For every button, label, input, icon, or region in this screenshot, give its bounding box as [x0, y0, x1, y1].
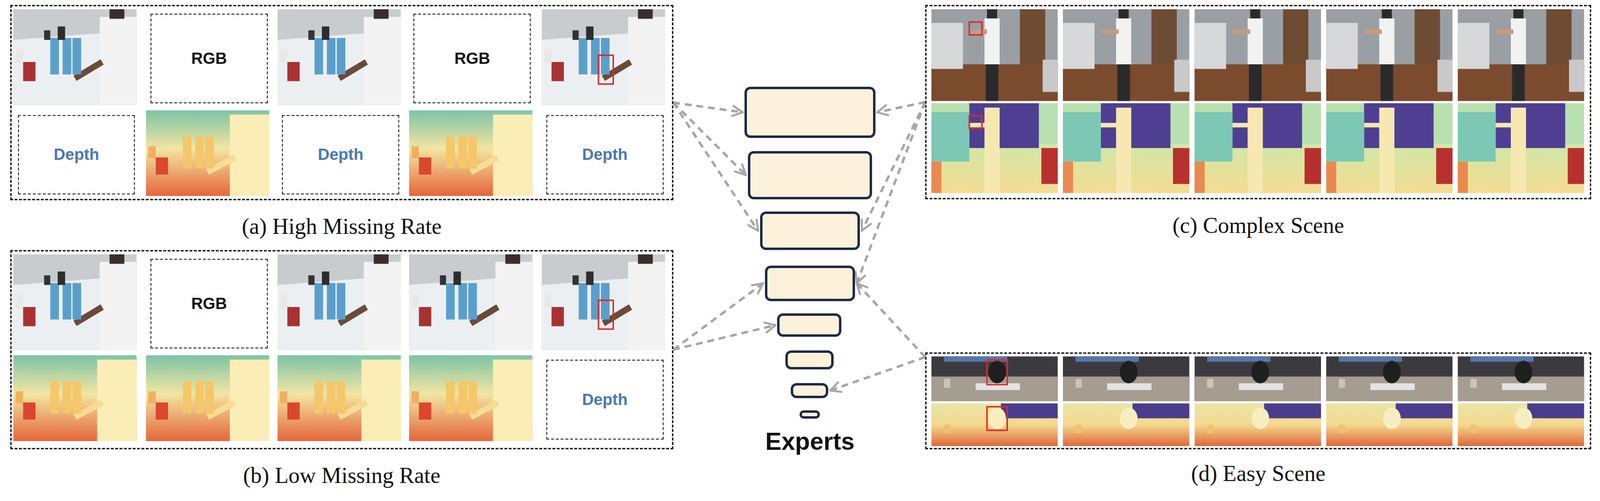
- modality-label: Depth: [581, 390, 628, 409]
- caption-holder: Experts: [765, 427, 855, 456]
- dashed-arrow: [673, 102, 744, 113]
- panel-caption: (b) Low Missing Rate: [242, 462, 441, 488]
- dashed-arrow: [673, 324, 776, 350]
- expert-box: [785, 350, 834, 370]
- video-frame: [1062, 103, 1190, 193]
- video-frame: [931, 9, 1059, 102]
- caption-holder: (c) Complex Scene: [1172, 212, 1345, 239]
- expert-box: [799, 409, 820, 419]
- caption-holder: (b) Low Missing Rate: [242, 462, 441, 488]
- video-frame: [409, 354, 533, 441]
- video-frame: [1062, 403, 1190, 447]
- group-label: Experts: [765, 427, 855, 455]
- video-frame: [1326, 9, 1453, 102]
- video-frame: [146, 110, 270, 196]
- panel-caption: (c) Complex Scene: [1172, 212, 1345, 238]
- panel-box: (b) Low Missing RateRGBDepth: [10, 249, 674, 449]
- modality-label: RGB: [191, 294, 227, 313]
- video-frame: [1194, 9, 1321, 102]
- missing-rgb-box: RGB: [150, 13, 268, 104]
- video-frame: [1062, 355, 1190, 401]
- dashed-arrow: [673, 102, 746, 176]
- dashed-arrow: [856, 282, 926, 357]
- dashed-arrow: [830, 356, 926, 391]
- video-frame: [277, 254, 401, 351]
- caption-holder: (a) High Missing Rate: [241, 213, 442, 240]
- video-frame: [13, 254, 137, 351]
- missing-depth-box: Depth: [546, 359, 664, 439]
- modality-label: Depth: [581, 145, 628, 164]
- panel-box: (c) Complex Scene: [925, 4, 1592, 199]
- missing-rgb-box: RGB: [413, 13, 531, 104]
- missing-depth-box: Depth: [546, 114, 664, 195]
- video-frame: [1457, 103, 1585, 193]
- video-frame: [146, 354, 270, 441]
- video-frame: [13, 354, 137, 441]
- video-frame: [1326, 103, 1453, 193]
- experts-stack: Experts: [744, 86, 875, 419]
- panel-box: (a) High Missing RateRGBRGBDepthDepthDep…: [10, 4, 674, 200]
- video-frame: [277, 354, 401, 441]
- video-frame: [409, 254, 533, 351]
- panel-caption: (a) High Missing Rate: [241, 213, 442, 239]
- expert-box: [790, 382, 829, 398]
- video-frame: [1457, 9, 1585, 102]
- video-frame: [1326, 355, 1453, 401]
- video-frame: [1194, 355, 1321, 401]
- panel-caption: (d) Easy Scene: [1190, 460, 1326, 486]
- expert-box: [764, 265, 855, 301]
- video-frame: [541, 9, 665, 106]
- video-frame: [1194, 403, 1321, 447]
- video-frame: [1457, 403, 1585, 447]
- video-frame: [541, 254, 665, 351]
- video-frame: [1062, 9, 1190, 102]
- video-frame: [409, 110, 533, 196]
- missing-rgb-box: RGB: [150, 258, 268, 349]
- expert-box: [747, 150, 873, 199]
- modality-label: Depth: [317, 145, 364, 164]
- target-box: [986, 406, 1008, 430]
- caption-holder: (d) Easy Scene: [1190, 460, 1326, 486]
- modality-label: RGB: [454, 49, 490, 68]
- target-box: [986, 359, 1008, 385]
- target-box: [969, 115, 983, 129]
- video-frame: [1326, 403, 1453, 447]
- panel-box: (d) Easy Scene: [925, 352, 1592, 449]
- target-box: [598, 299, 614, 329]
- video-frame: [931, 103, 1059, 193]
- video-frame: [1457, 355, 1585, 401]
- dashed-arrow: [877, 101, 926, 112]
- dashed-arrow: [673, 282, 764, 350]
- video-frame: [931, 355, 1059, 401]
- missing-depth-box: Depth: [18, 114, 136, 195]
- video-frame: [277, 9, 401, 106]
- modality-label: Depth: [53, 145, 100, 164]
- modality-label: RGB: [191, 49, 227, 68]
- video-frame: [931, 403, 1059, 447]
- expert-box: [744, 86, 875, 138]
- video-frame: [1194, 103, 1321, 193]
- missing-depth-box: Depth: [281, 114, 400, 195]
- target-box: [598, 55, 614, 84]
- video-frame: [13, 9, 137, 106]
- expert-box: [760, 211, 860, 251]
- target-box: [969, 21, 983, 35]
- expert-box: [777, 313, 842, 337]
